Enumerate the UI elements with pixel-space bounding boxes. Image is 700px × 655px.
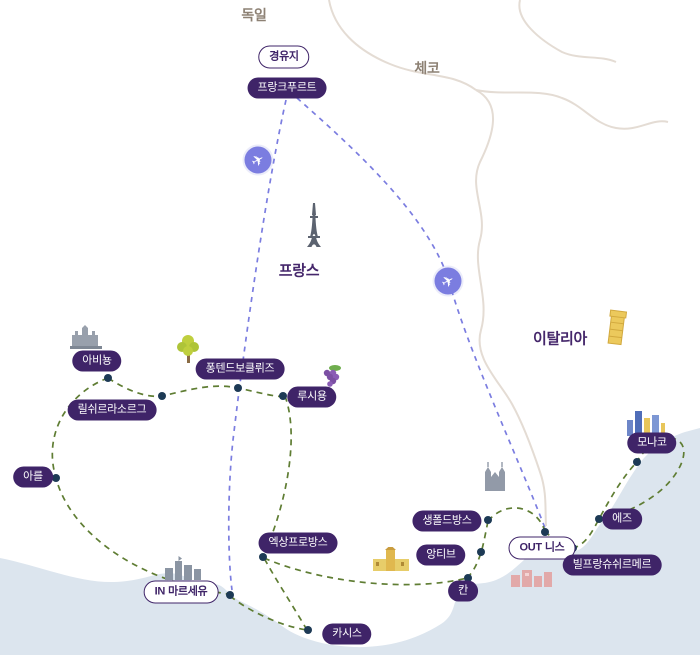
dot-cassis [304, 626, 312, 634]
nice-town-icon [511, 570, 552, 587]
city-badge-roussillon: 루시용 [287, 386, 337, 408]
border-france-italy [475, 89, 547, 527]
country-label-germany: 독일 [241, 7, 267, 23]
mediterranean-sea [0, 428, 700, 655]
airplane-glyph: ✈ [438, 270, 458, 292]
city-badge-avignon: 아비뇽 [72, 350, 122, 372]
city-badge-villefranche: 빌프랑슈쉬르메르 [562, 554, 662, 576]
country-borders [328, 0, 669, 527]
dot-nice [541, 528, 549, 536]
city-badge-eze: 에즈 [602, 508, 642, 530]
route-aix-cannes [263, 557, 468, 586]
country-label-czech: 체코 [414, 60, 440, 76]
avignon-palace-icon [70, 325, 102, 349]
dot-monaco [633, 458, 641, 466]
nice-label: 니스 [544, 541, 565, 554]
dot-arles [52, 474, 60, 482]
city-badge-fontaine: 퐁텐드보클뤼즈 [195, 358, 285, 380]
grapes-icon [323, 365, 341, 387]
tree-icon [177, 335, 199, 363]
country-label-france: 프랑스 [278, 262, 320, 280]
antibes-town-icon [373, 547, 409, 571]
route-avignon-lisle-fontaine-roussillon [107, 377, 286, 398]
dot-antibes [477, 548, 485, 556]
dot-marseille [226, 591, 234, 599]
city-badge-aix: 엑상프로방스 [258, 532, 338, 554]
transit-label: 경유지 [269, 50, 299, 63]
city-badge-stpaul: 생폴드방스 [412, 510, 482, 532]
country-label-italy: 이탈리아 [532, 330, 588, 348]
dot-fontaine-de-vaucluse [234, 384, 242, 392]
city-badge-monaco: 모나코 [627, 432, 677, 454]
dot-cannes [464, 574, 472, 582]
city-badge-cannes: 칸 [448, 580, 478, 602]
church-icon [485, 462, 505, 491]
in-label: IN [154, 585, 166, 598]
airplane-icon: ✈ [434, 267, 462, 295]
city-badge-lisle: 릴쉬르라소르그 [67, 399, 157, 421]
city-badge-cassis: 카시스 [322, 623, 372, 645]
route-stpaul-nice [487, 507, 546, 532]
city-badge-antibes: 앙티브 [416, 544, 466, 566]
dot-saint-paul-de-vence [484, 516, 492, 524]
border-czech-north [518, 0, 617, 63]
marseille-port-icon [165, 556, 201, 580]
airplane-icon: ✈ [244, 146, 272, 174]
eiffel-tower-icon [307, 203, 321, 247]
out-label: OUT [519, 541, 543, 554]
monaco-skyline-icon [627, 411, 665, 436]
dot-eze [595, 515, 603, 523]
border-germany-czech [328, 0, 477, 91]
pisa-tower-icon [607, 309, 628, 346]
transit-badge: 경유지 [258, 45, 310, 69]
route-nice-villefranche-eze-monaco [544, 462, 637, 549]
dot-roussillon [279, 392, 287, 400]
city-badge-arles: 아를 [13, 466, 53, 488]
dot-aix-en-provence [259, 553, 267, 561]
city-badge-frankfurt: 프랑크푸르트 [247, 77, 327, 99]
flight-paths [227, 97, 546, 591]
marseille-label: 마르세유 [168, 585, 208, 598]
route-avignon-arles-marseille [51, 377, 229, 595]
border-czech-south [475, 89, 669, 130]
airplane-glyph: ✈ [248, 149, 268, 171]
dot-avignon [104, 374, 112, 382]
dot-lisle-sur-la-sorgue [158, 392, 166, 400]
